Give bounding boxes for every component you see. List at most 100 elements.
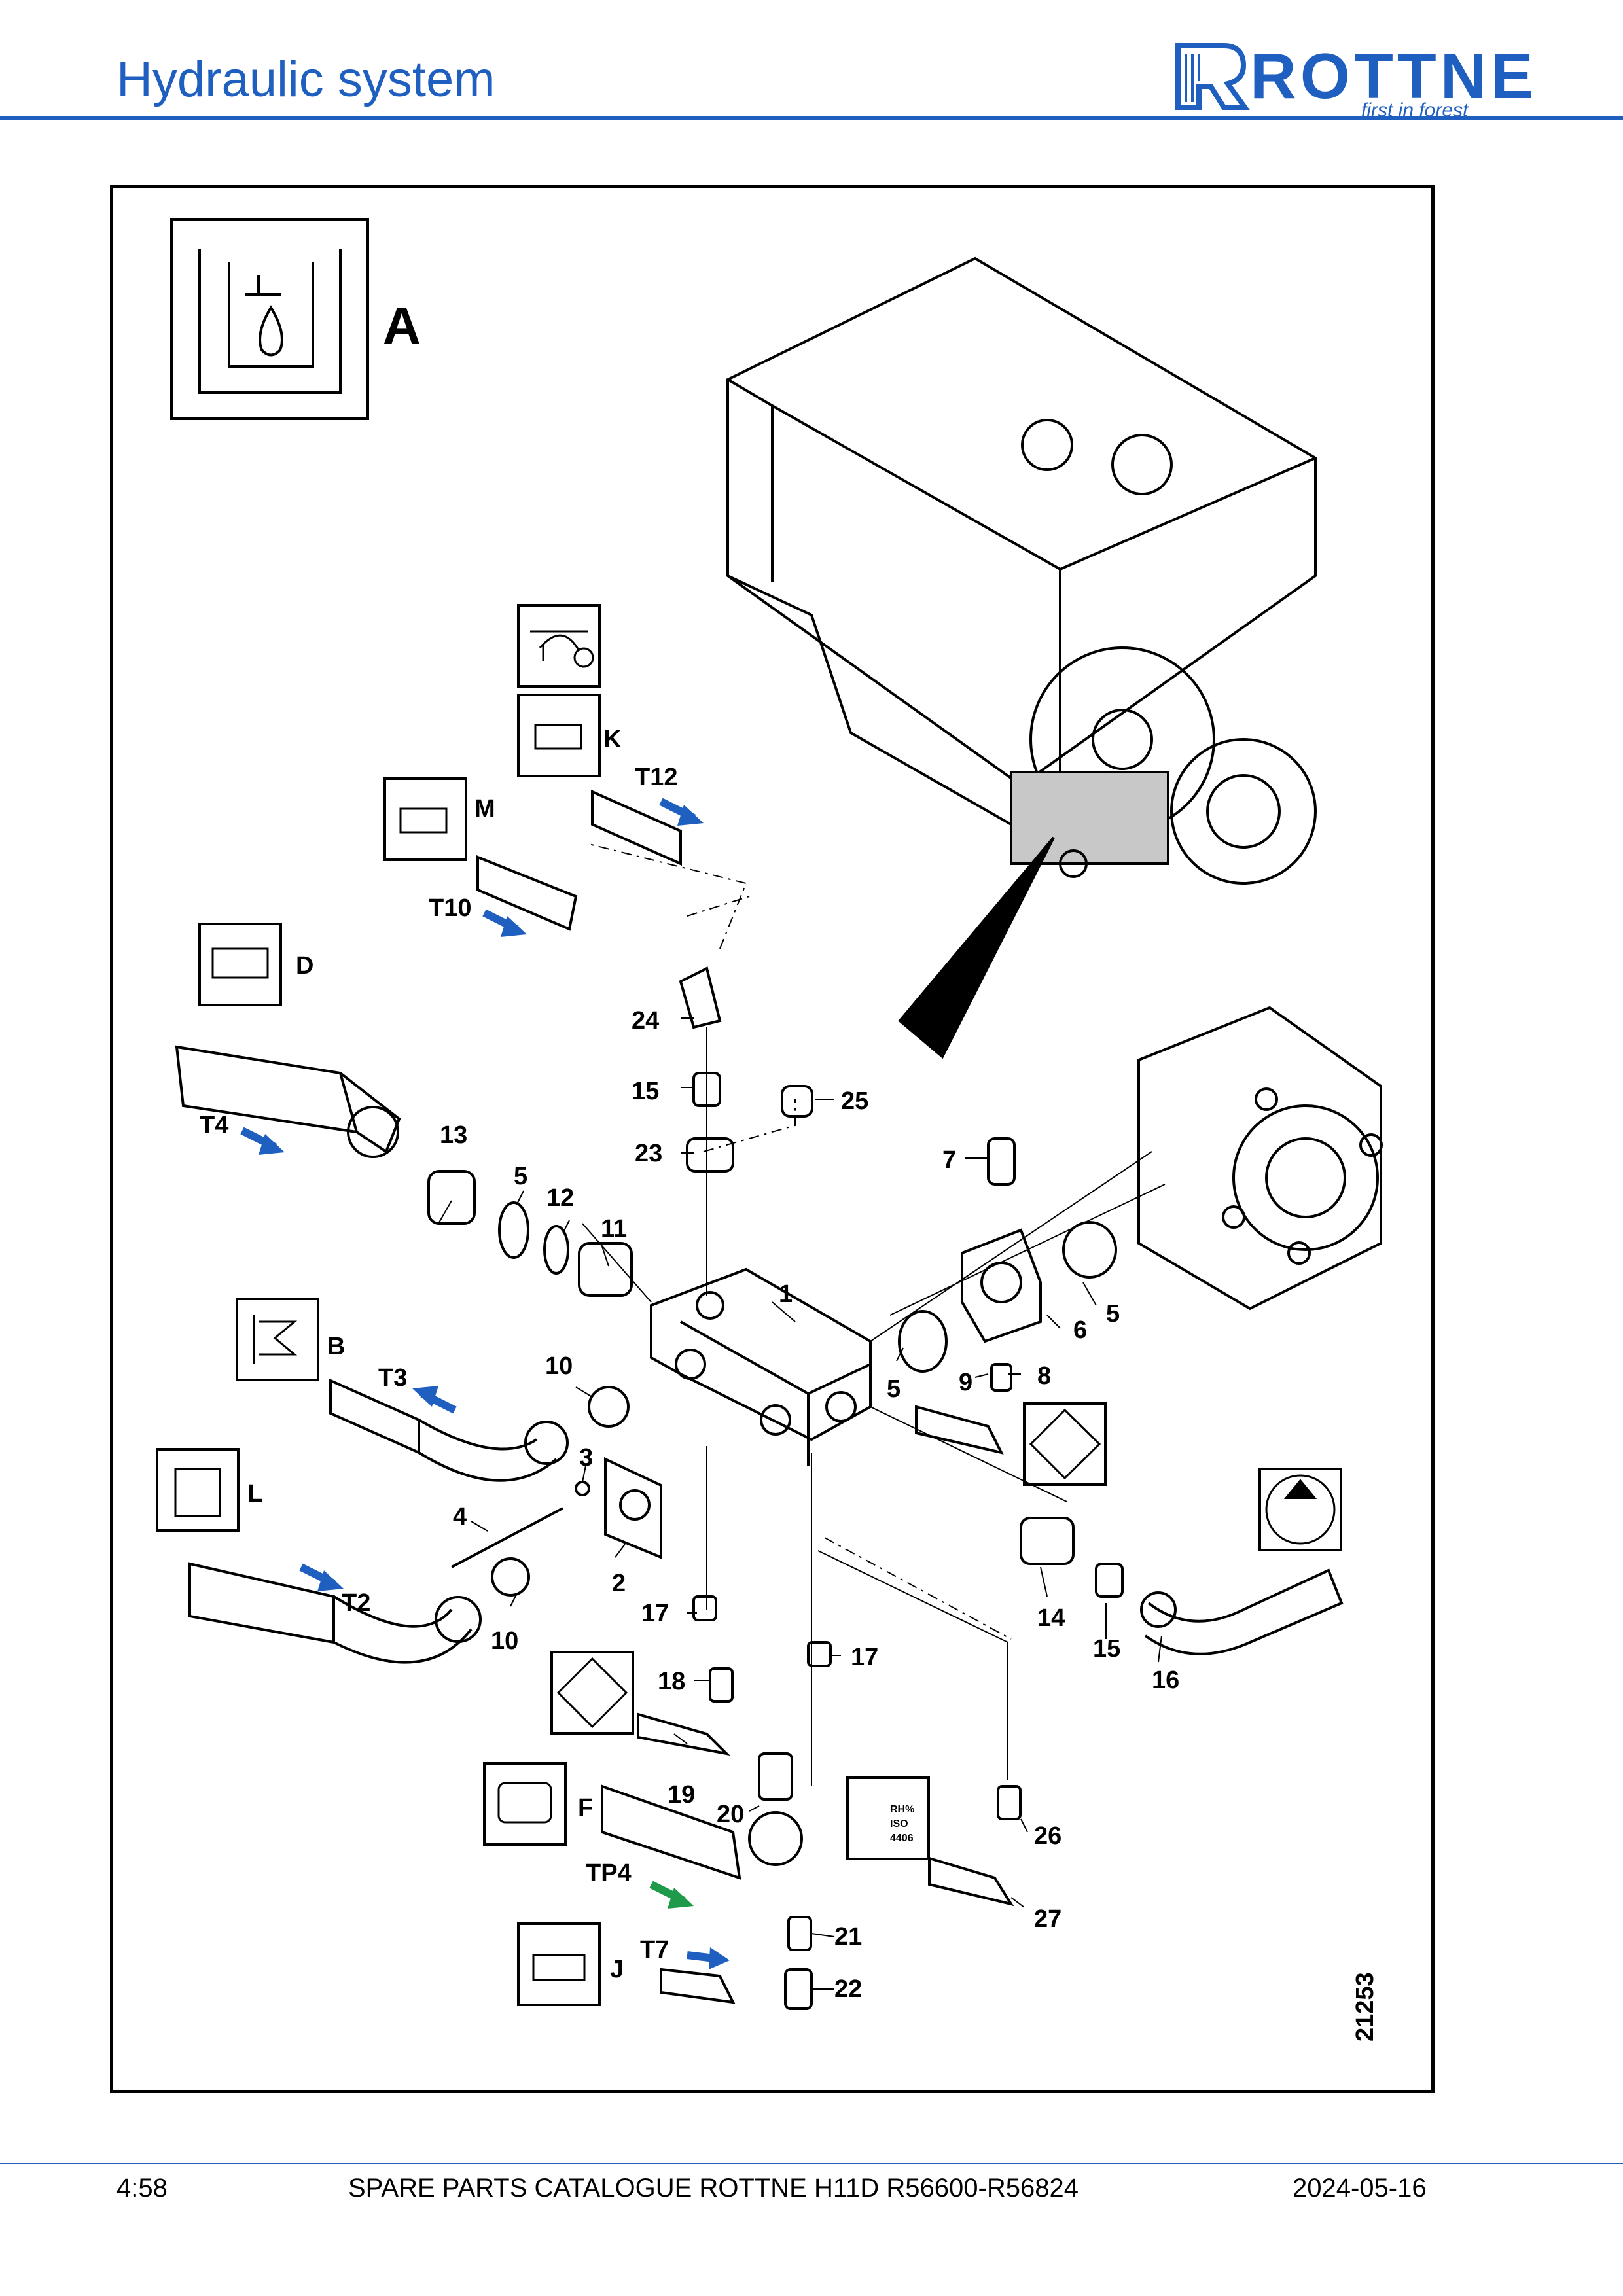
- flow-arrow-t10: [482, 909, 527, 937]
- symbol-letter-k: K: [603, 726, 622, 753]
- elbow-24: [679, 966, 722, 1029]
- screw-4: [451, 1507, 563, 1568]
- symbol-letter-j: J: [610, 1956, 624, 1983]
- symbol-box-b: [236, 1298, 319, 1381]
- sensor-7: [987, 1137, 1016, 1186]
- test-point-tp4: TP4: [586, 1860, 632, 1887]
- test-point-t12: T12: [635, 764, 677, 791]
- footer-divider: [0, 2163, 1623, 2164]
- symbol-box-tilt: [517, 604, 601, 688]
- item-number: 21: [834, 1923, 862, 1951]
- hose-16: [1144, 1568, 1344, 1655]
- washer-3: [575, 1481, 590, 1496]
- gear-pump-flange: [1137, 1006, 1382, 1311]
- item-number: 10: [491, 1627, 518, 1655]
- nipple-18: [709, 1667, 734, 1703]
- item-number: 22: [834, 1975, 862, 2003]
- symbol-letter-m: M: [474, 795, 495, 822]
- item-number: 4: [453, 1503, 467, 1530]
- item-number: 17: [641, 1600, 669, 1627]
- test-point-t3: T3: [378, 1364, 407, 1392]
- plug-25: [781, 1085, 813, 1118]
- hose-t12: [591, 789, 682, 866]
- flange-6: [961, 1228, 1042, 1343]
- iso-label-rh: RH%: [890, 1804, 914, 1815]
- hose-19: [637, 1712, 730, 1756]
- nipple-15: [1095, 1563, 1124, 1598]
- hose-tp4: [601, 1784, 741, 1880]
- flow-arrow-t7: [687, 1947, 730, 1969]
- logo-wordmark: ROTTNE: [1250, 40, 1537, 112]
- item-number: 15: [632, 1078, 659, 1105]
- item-number: 24: [632, 1007, 659, 1034]
- nipple-21: [787, 1916, 812, 1951]
- item-number: 5: [887, 1375, 901, 1403]
- logo-mark-icon: [1175, 43, 1250, 110]
- symbol-box-iso: [846, 1776, 930, 1860]
- symbol-box-m: [383, 777, 467, 861]
- item-number: 3: [579, 1444, 593, 1472]
- nipple-26: [997, 1785, 1022, 1820]
- symbol-box-k: [517, 694, 601, 777]
- hose-9: [915, 1405, 1004, 1455]
- port-adapter-13: [427, 1170, 476, 1225]
- page-title: Hydraulic system: [116, 52, 495, 107]
- item-number: 12: [546, 1184, 574, 1212]
- elbow-tp4: [748, 1811, 803, 1866]
- symbol-box-pump: [1258, 1468, 1342, 1551]
- flow-arrow-t2: [299, 1563, 344, 1591]
- header-divider: [0, 116, 1623, 120]
- test-point-t10: T10: [429, 894, 471, 922]
- drawing-number: 21253: [1351, 1972, 1379, 2041]
- iso-label-iso: ISO: [890, 1818, 908, 1829]
- plug-17: [692, 1595, 717, 1621]
- item-number: 11: [601, 1215, 627, 1243]
- hose-27: [928, 1856, 1014, 1907]
- item-number: 27: [1034, 1905, 1061, 1933]
- item-number: 6: [1073, 1316, 1087, 1344]
- hose-t7: [660, 1968, 736, 2004]
- test-point-t7: T7: [640, 1936, 669, 1964]
- symbol-box-l: [156, 1448, 240, 1532]
- item-number: 14: [1037, 1604, 1065, 1632]
- nipple-10: [588, 1386, 630, 1428]
- flow-arrow-tp4: [649, 1881, 694, 1909]
- section-letter: A: [383, 296, 421, 355]
- hydraulic-tank: [726, 256, 1317, 787]
- item-number: 2: [612, 1570, 626, 1597]
- flow-arrow-t4: [240, 1127, 285, 1155]
- symbol-letter-b: B: [327, 1333, 345, 1360]
- item-number: 26: [1034, 1822, 1061, 1850]
- symbol-box-filter-2: [550, 1651, 634, 1735]
- item-number: 16: [1152, 1667, 1179, 1694]
- symbol-letter-l: L: [247, 1480, 262, 1508]
- symbol-box-f: [483, 1762, 567, 1846]
- valve-block: [650, 1267, 872, 1441]
- flow-arrow-t12: [659, 798, 704, 826]
- item-number: 23: [635, 1140, 662, 1167]
- symbol-box-d: [198, 923, 282, 1006]
- flange-2: [604, 1457, 662, 1559]
- symbol-letter-d: D: [296, 952, 313, 980]
- item-number: 5: [514, 1163, 527, 1190]
- item-number: 9: [959, 1369, 972, 1396]
- detail-pointer: [898, 836, 1055, 1059]
- item-number: 15: [1093, 1635, 1120, 1663]
- catalogue-title: SPARE PARTS CATALOGUE ROTTNE H11D R56600…: [348, 2174, 1079, 2202]
- test-point-t4: T4: [200, 1112, 228, 1139]
- page-number: 4:58: [116, 2174, 168, 2202]
- symbol-letter-f: F: [578, 1794, 593, 1822]
- tank-symbol-icon: [198, 249, 342, 394]
- item-number: 18: [658, 1668, 685, 1695]
- iso-label-code: 4406: [890, 1833, 914, 1844]
- test-point-t2: T2: [342, 1589, 370, 1617]
- o-ring-5: [498, 1201, 529, 1259]
- elbow-22: [784, 1968, 813, 2010]
- nipple-8: [990, 1363, 1012, 1392]
- parts-drawing: A K M D B L F J RH% ISO 4406 T12 T10 T4 …: [156, 218, 1383, 2041]
- item-number: 8: [1037, 1362, 1051, 1390]
- item-number: 19: [668, 1781, 695, 1809]
- symbol-box-filter-1: [1023, 1402, 1107, 1486]
- plug-14: [1020, 1517, 1075, 1565]
- item-number: 10: [545, 1352, 573, 1380]
